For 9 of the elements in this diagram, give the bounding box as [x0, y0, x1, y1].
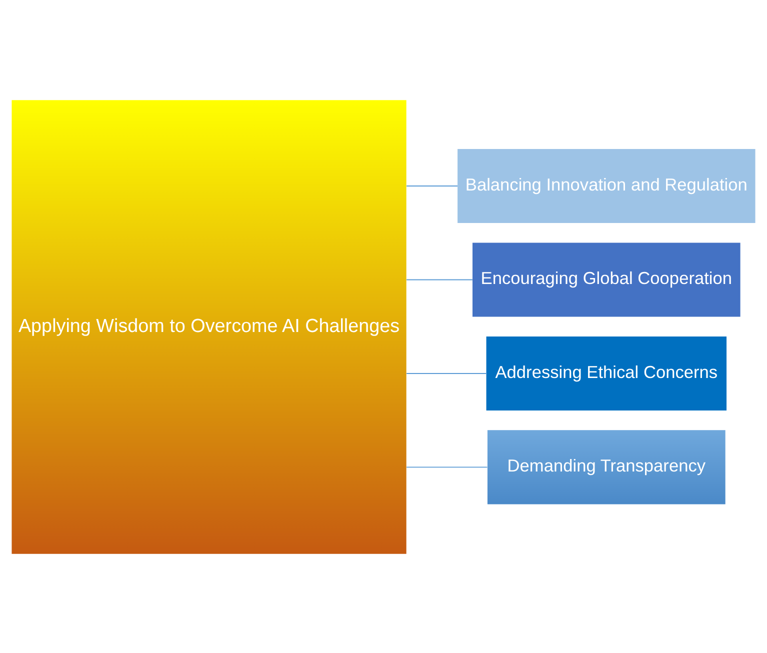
node-box: Addressing Ethical Concerns — [486, 336, 727, 410]
node-box: Balancing Innovation and Regulation — [458, 148, 756, 223]
connector — [406, 278, 473, 280]
connector — [406, 185, 458, 186]
node-box: Applying Wisdom to Overcome AI Challenges — [12, 100, 406, 554]
node-box: Demanding Transparency — [487, 430, 726, 504]
node-box: Encouraging Global Cooperation — [472, 242, 740, 316]
connector — [406, 372, 487, 374]
connector — [406, 466, 488, 468]
